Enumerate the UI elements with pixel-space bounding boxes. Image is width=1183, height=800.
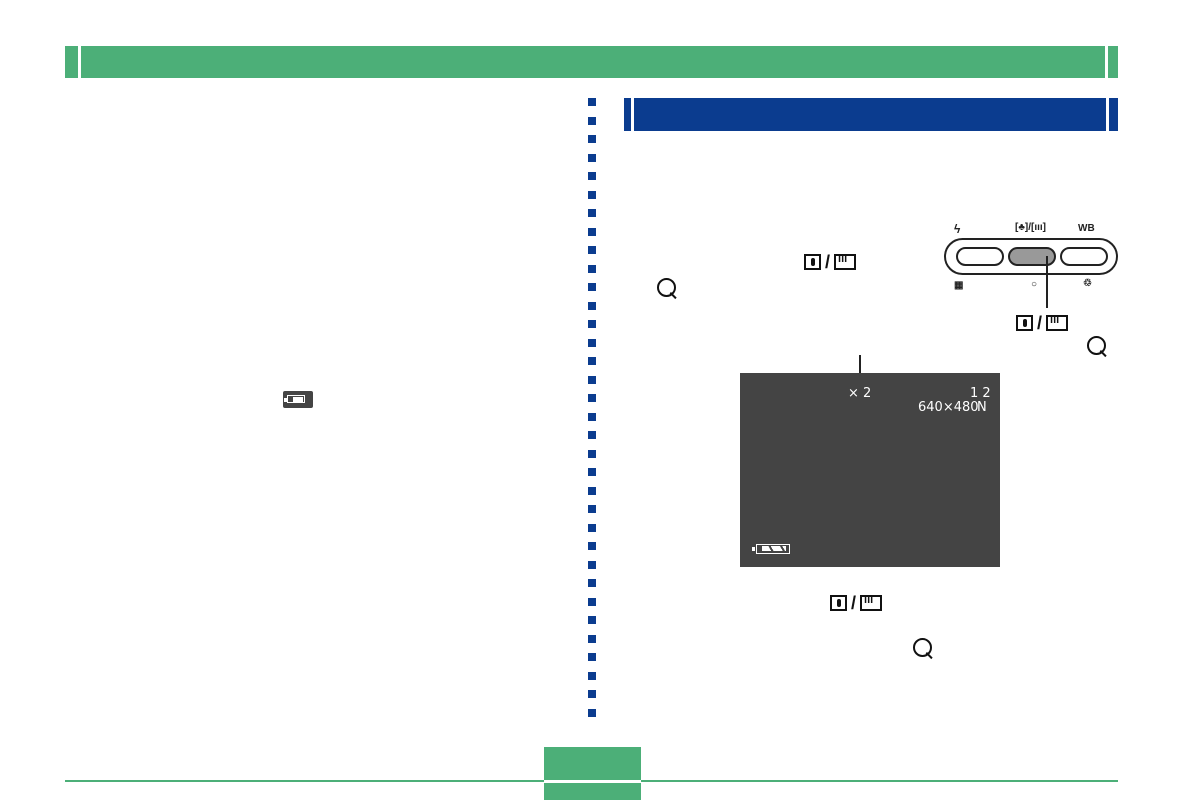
white-balance-button[interactable] xyxy=(1060,247,1108,266)
white-balance-icon: WB xyxy=(1078,223,1095,234)
magnifier-icon xyxy=(1086,335,1108,358)
zoom-indicator: × 2 xyxy=(848,386,872,401)
section-band-divider xyxy=(631,98,634,131)
header-band-divider xyxy=(78,46,81,78)
resolution-readout: 640×480 xyxy=(918,400,979,415)
callout-line xyxy=(859,355,861,385)
macro-infinity-icon: / xyxy=(804,253,857,271)
battery-icon xyxy=(752,544,790,554)
lcd-screen: × 2 1 2 640×480 N xyxy=(740,373,1000,567)
macro-infinity-icon: / xyxy=(1016,314,1069,332)
magnifier-icon: ○ xyxy=(1031,279,1038,290)
quality-readout: N xyxy=(977,400,987,415)
pointer-line xyxy=(1046,256,1048,308)
grid-icon: ▦ xyxy=(954,280,964,291)
delete-icon: ♲ xyxy=(1083,278,1092,289)
camera-button-panel: ϟ [♣]/[ııı] WB ▦ ○ ♲ xyxy=(940,220,1118,300)
magnifier-icon xyxy=(912,637,934,660)
macro-zoom-button[interactable] xyxy=(1008,247,1056,266)
chapter-header-band xyxy=(65,46,1118,78)
macro-infinity-icon: [♣]/[ııı] xyxy=(1015,222,1046,233)
magnifier-icon xyxy=(656,277,678,300)
page-number-tab xyxy=(544,747,641,800)
section-band-divider xyxy=(1106,98,1109,131)
header-band-divider xyxy=(1105,46,1108,78)
battery-icon xyxy=(283,391,313,408)
shots-remaining: 1 2 xyxy=(970,386,991,401)
flash-button[interactable] xyxy=(956,247,1004,266)
macro-infinity-icon: / xyxy=(830,594,883,612)
flash-icon: ϟ xyxy=(954,222,961,236)
section-header-band xyxy=(624,98,1118,131)
column-divider xyxy=(588,98,596,738)
button-group-outline xyxy=(944,238,1118,275)
